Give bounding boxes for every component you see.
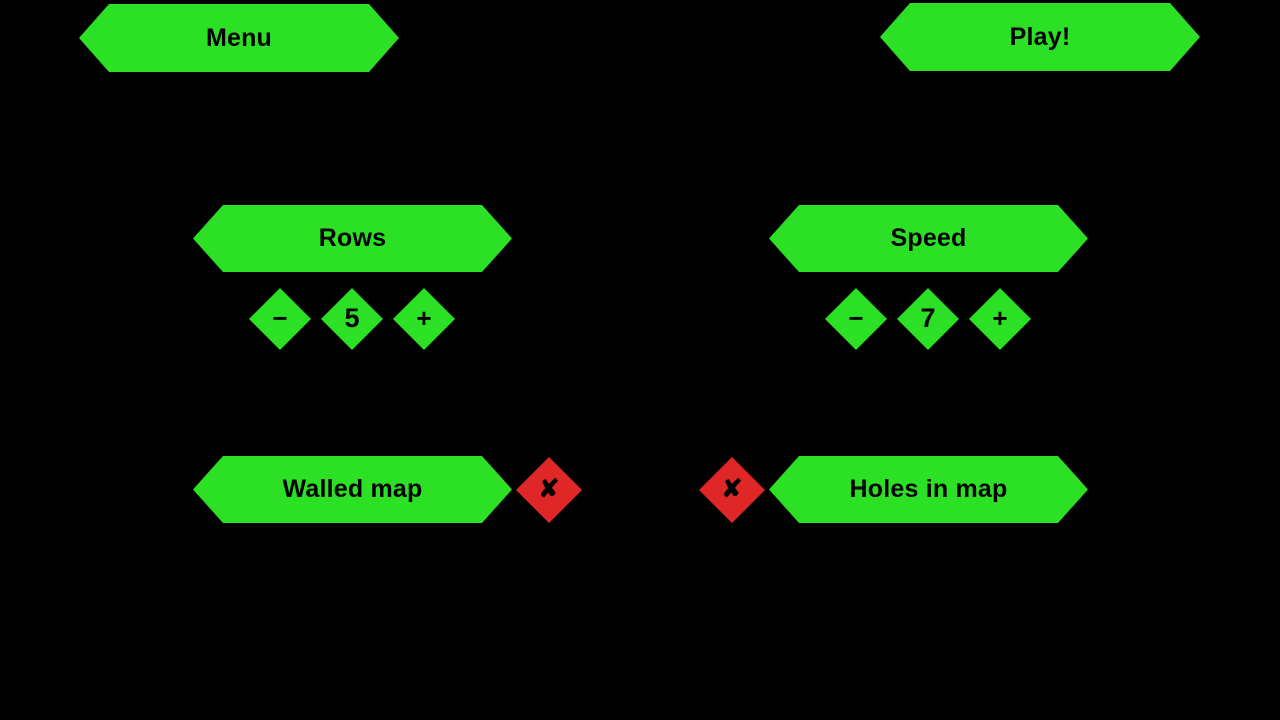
menu-button[interactable]: Menu <box>79 4 399 72</box>
plus-icon: + <box>416 303 432 333</box>
speed-value-text: 7 <box>920 302 936 333</box>
holes-in-map-toggle[interactable]: ✘ <box>699 457 765 523</box>
rows-value-display: 5 <box>321 288 383 350</box>
plus-icon: + <box>992 303 1008 333</box>
menu-button-label: Menu <box>205 23 273 52</box>
speed-value-display: 7 <box>897 288 959 350</box>
setting-rows-label: Rows <box>318 224 387 252</box>
rows-value-text: 5 <box>344 302 360 333</box>
setting-walled-map-label-button[interactable]: Walled map <box>193 456 512 523</box>
setting-speed-header[interactable]: Speed <box>769 205 1088 272</box>
setting-holes-in-map-label-button[interactable]: Holes in map <box>769 456 1088 523</box>
speed-increment-button[interactable]: + <box>969 288 1031 350</box>
minus-icon: − <box>848 303 864 333</box>
rows-decrement-button[interactable]: − <box>249 288 311 350</box>
walled-map-toggle[interactable]: ✘ <box>516 457 582 523</box>
play-button[interactable]: Play! <box>880 3 1200 71</box>
setting-rows-header[interactable]: Rows <box>193 205 512 272</box>
setting-speed-label: Speed <box>890 224 967 252</box>
minus-icon: − <box>272 303 288 333</box>
rows-increment-button[interactable]: + <box>393 288 455 350</box>
play-button-label: Play! <box>1009 22 1071 51</box>
setting-holes-in-map-label: Holes in map <box>849 475 1008 503</box>
setting-walled-map-label: Walled map <box>282 475 423 503</box>
cross-icon: ✘ <box>538 474 560 503</box>
cross-icon: ✘ <box>721 474 743 503</box>
speed-decrement-button[interactable]: − <box>825 288 887 350</box>
